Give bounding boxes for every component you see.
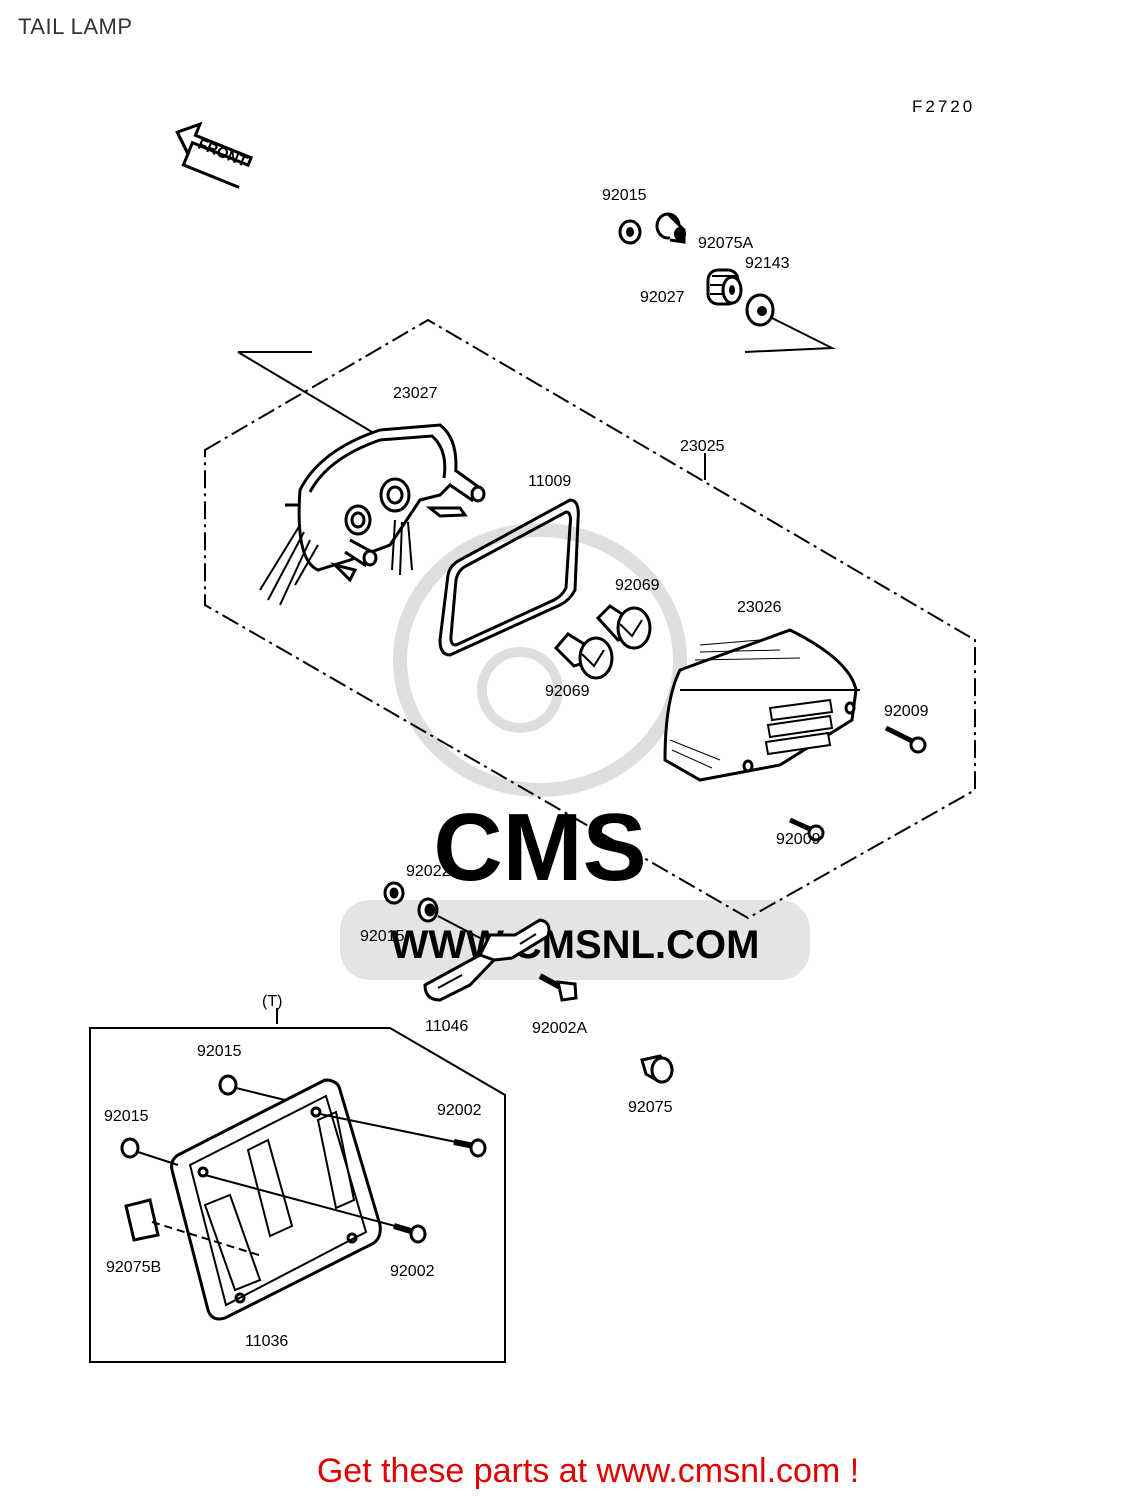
label-group-t: (T) — [262, 993, 282, 1010]
nut-92015-plate-b — [120, 1137, 140, 1159]
label-11036: 11036 — [245, 1333, 288, 1350]
washer-92022 — [417, 897, 439, 923]
label-92009-b: 92009 — [776, 831, 821, 848]
washer-92143 — [745, 293, 775, 327]
label-92069-a: 92069 — [615, 577, 660, 594]
plate-leaders — [137, 1087, 457, 1257]
nut-92015-mid — [383, 881, 405, 905]
footer-link[interactable]: Get these parts at www.cmsnl.com ! — [316, 1452, 860, 1490]
figure-code: F2720 — [912, 97, 975, 116]
bolt-92002-a — [453, 1138, 487, 1158]
label-92022: 92022 — [406, 863, 451, 880]
front-label: FRONT — [195, 136, 249, 171]
bulb-92069-a — [595, 604, 652, 650]
watermark-logo-ring — [393, 523, 687, 797]
bolt-92002-b — [393, 1223, 427, 1244]
assembly-outline-23025 — [204, 318, 976, 920]
label-92027: 92027 — [640, 289, 685, 306]
front-arrow-icon: FRONT — [175, 121, 254, 189]
leader-92022 — [437, 915, 481, 939]
label-92009-a: 92009 — [884, 703, 929, 720]
label-92075A: 92075A — [698, 235, 753, 252]
nut-92015-top — [618, 219, 642, 245]
label-11046: 11046 — [425, 1018, 468, 1035]
label-92143: 92143 — [745, 255, 790, 272]
label-23026: 23026 — [737, 599, 782, 616]
nut-92015-plate-a — [218, 1074, 238, 1096]
watermark-logo-face — [477, 647, 563, 733]
leader-23027-axis — [237, 351, 373, 433]
label-11009: 11009 — [528, 473, 571, 490]
part-labels: 92015 92075A 92143 92027 23027 23025 110… — [104, 187, 929, 1350]
label-92015-plate-a: 92015 — [197, 1043, 242, 1060]
label-92075B: 92075B — [106, 1259, 161, 1276]
grommet-92075A — [706, 268, 743, 306]
label-92002-b: 92002 — [390, 1263, 435, 1280]
pad-92075B — [124, 1198, 160, 1242]
bracket-11046 — [423, 918, 551, 1002]
label-92015-mid: 92015 — [360, 928, 405, 945]
bolt-92002A — [538, 973, 578, 1002]
page-title: TAIL LAMP — [18, 14, 133, 39]
license-plate-bracket-11036 — [170, 1078, 382, 1321]
label-92015-plate-b: 92015 — [104, 1108, 149, 1125]
leader-top-group — [744, 317, 836, 353]
collar-92027 — [655, 212, 686, 244]
gasket-11009 — [438, 498, 580, 657]
grommet-92075 — [640, 1054, 675, 1084]
watermark: CMS WWW.CMSNL.COM — [340, 523, 810, 980]
label-92002-a: 92002 — [437, 1102, 482, 1119]
screw-92009-b — [788, 817, 825, 842]
label-92002A: 92002A — [532, 1020, 587, 1037]
watermark-url: WWW.CMSNL.COM — [391, 923, 760, 967]
lamp-housing-23027 — [259, 423, 486, 606]
watermark-banner — [340, 900, 810, 980]
screw-92009-a — [884, 725, 927, 754]
label-23025: 23025 — [680, 438, 725, 455]
bulb-92069-b — [553, 632, 614, 680]
watermark-logo-text: CMS — [433, 794, 646, 901]
label-92015-top: 92015 — [602, 187, 647, 204]
lens-23026 — [663, 628, 860, 782]
label-92075: 92075 — [628, 1099, 673, 1116]
label-92069-b: 92069 — [545, 683, 590, 700]
group-outline-t — [89, 1027, 506, 1363]
label-23027: 23027 — [393, 385, 438, 402]
